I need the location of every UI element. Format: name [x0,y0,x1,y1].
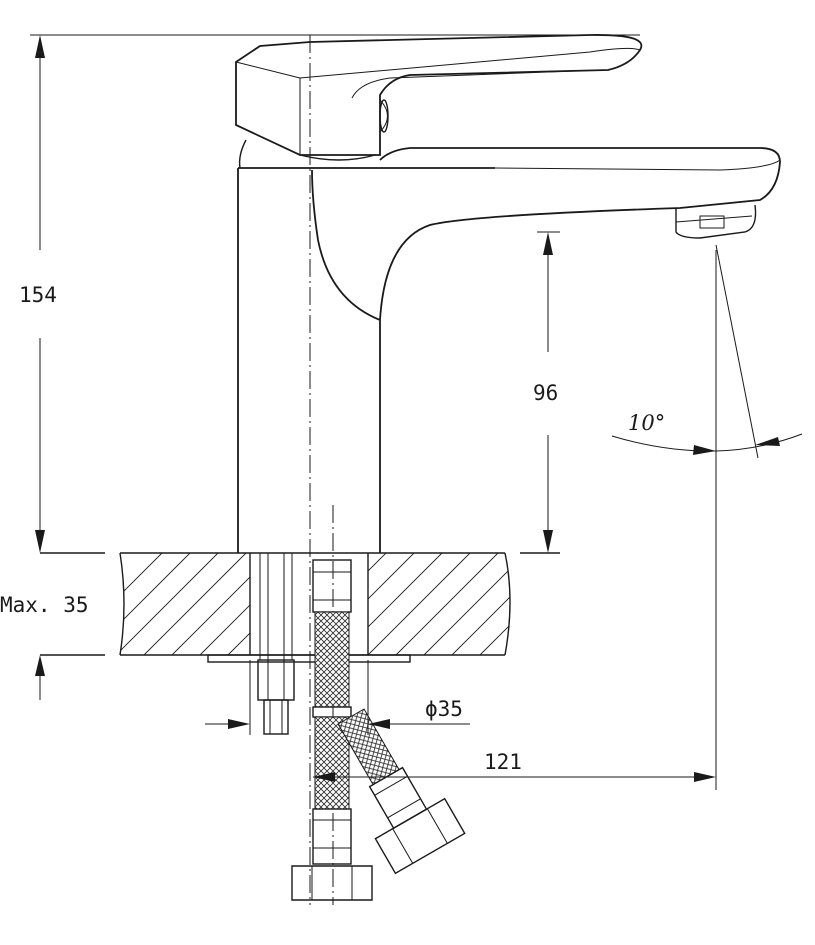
hatch-line [367,553,471,655]
hatch-line [395,553,499,655]
hex-nut-straight [291,865,373,901]
hatch-line [564,553,666,655]
max-thickness-label: Max. 35 [0,593,89,617]
hatch-line [536,553,638,655]
spout-height-label: 96 [533,381,558,405]
reach-label: 121 [484,750,522,774]
hatch-line [120,553,219,655]
hex-nut-angled [374,797,466,875]
hatch-line [120,553,191,655]
angle-label: 10° [628,411,665,435]
stud-end [263,699,289,735]
lever-handle [235,34,643,156]
dimension-total-height: 154 [19,34,640,553]
countertop-left-break [119,552,125,656]
aerator [675,204,757,239]
countertop-right-break [504,552,511,656]
hatch-line [592,553,694,655]
hatch-line [451,553,510,655]
spout [311,147,781,553]
hatch-line [479,553,510,655]
hatch-line [507,553,510,655]
dimension-spout-height: 96 [533,231,560,553]
mounting-plate [207,654,411,663]
mounting-nut [257,659,295,701]
countertop-section [40,552,694,656]
dimension-reach: 121 [313,250,717,790]
hatch-line [423,553,510,655]
mounting-stud [257,553,295,735]
countertop-hatching [120,553,694,655]
dimension-max-thickness: Max. 35 [0,593,89,700]
hole-diameter-label: ϕ35 [425,697,463,721]
dimension-angle: 10° [611,244,803,459]
total-height-label: 154 [19,283,57,307]
dimension-hole-diameter: ϕ35 [205,660,470,735]
faucet-body [235,34,781,553]
hatch-line [120,553,163,655]
hatch-line [143,553,247,655]
